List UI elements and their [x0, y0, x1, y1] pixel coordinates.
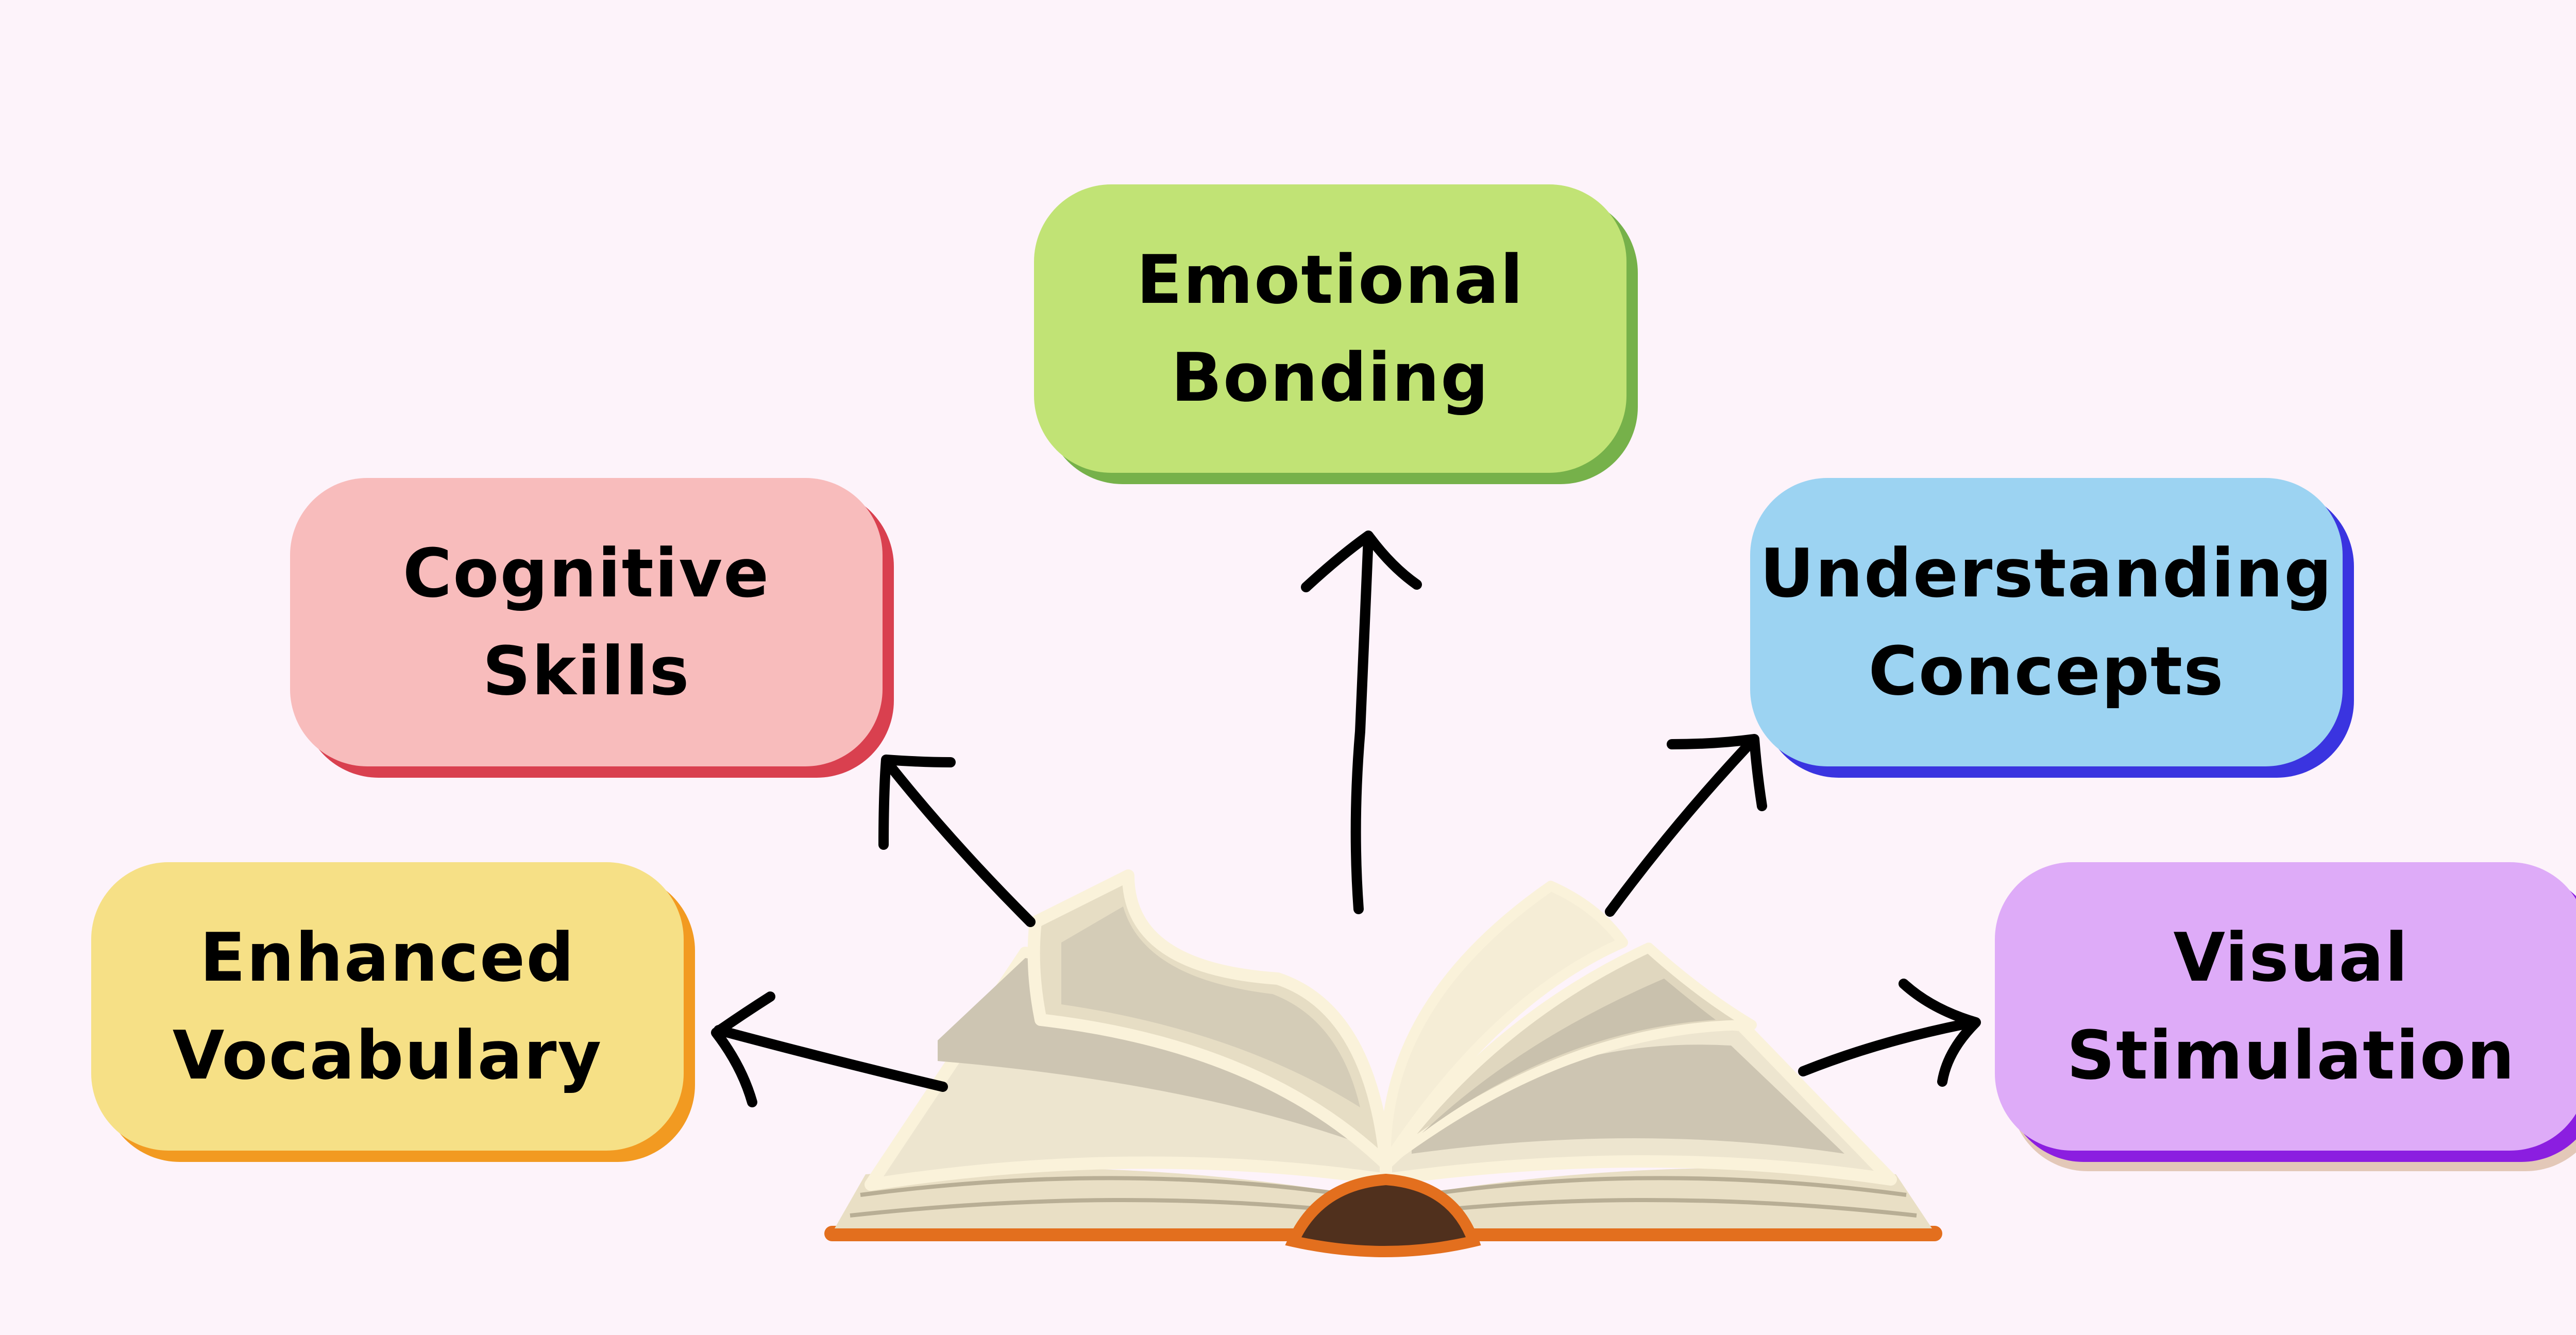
node-label-line: Skills: [482, 632, 690, 710]
node-understanding-concepts: Understanding Concepts: [1750, 478, 2343, 766]
node-visual-stimulation: Visual Stimulation: [1995, 862, 2576, 1151]
node-label-line: Emotional: [1136, 241, 1524, 319]
node-emotional-bonding: Emotional Bonding: [1034, 184, 1626, 473]
node-label-line: Understanding: [1759, 534, 2333, 612]
node-label-line: Enhanced: [199, 918, 575, 997]
arrow-to-emotional-bonding: [1301, 530, 1422, 914]
node-label-line: Bonding: [1171, 338, 1490, 417]
node-enhanced-vocabulary: Enhanced Vocabulary: [91, 862, 684, 1151]
node-label-line: Stimulation: [2066, 1016, 2516, 1094]
node-label-line: Concepts: [1868, 632, 2225, 710]
book-right-turning-page: [1380, 881, 1628, 1169]
arrow-to-cognitive-skills: [878, 755, 1036, 927]
arrow-to-visual-stimulation: [1798, 979, 1981, 1087]
open-book-icon: [824, 869, 1942, 1257]
node-cognitive-skills: Cognitive Skills: [290, 478, 883, 766]
arrow-to-understanding-concepts: [1605, 734, 1767, 917]
book-spine: [1285, 1173, 1481, 1257]
node-label-line: Visual: [2173, 918, 2409, 997]
node-label-line: Vocabulary: [172, 1016, 603, 1094]
node-label-line: Cognitive: [402, 534, 770, 612]
arrow-to-enhanced-vocabulary: [711, 991, 948, 1107]
